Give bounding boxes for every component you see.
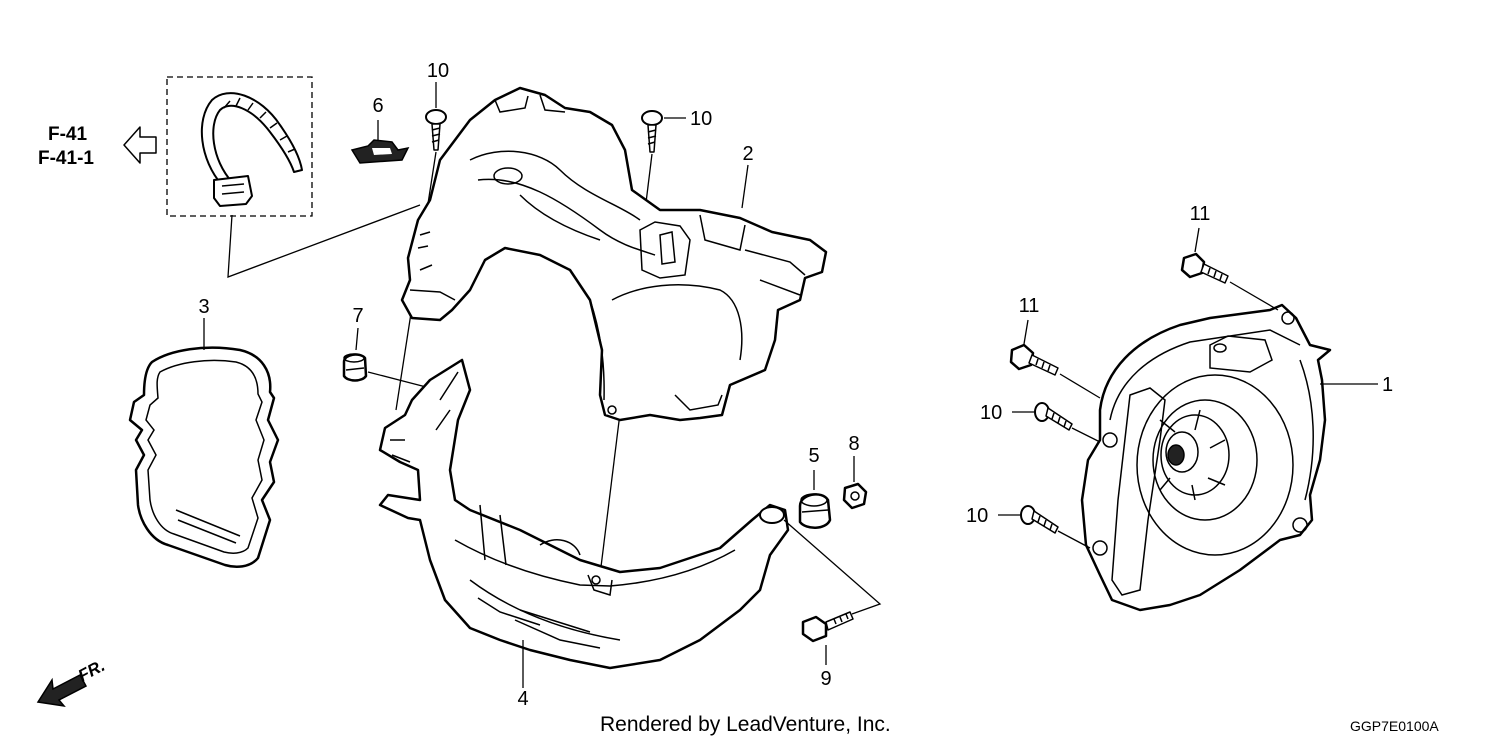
outline-arrow-left-icon: [123, 126, 157, 164]
diagram-code: GGP7E0100A: [1350, 718, 1439, 734]
clamp-leader-line: [227, 204, 421, 278]
screw-axis-10-right-upper: [1071, 427, 1101, 443]
callout-9: 9: [820, 668, 831, 690]
render-credit: Rendered by LeadVenture, Inc.: [600, 713, 891, 736]
callout-3: 3: [198, 296, 209, 318]
bolt-axis-11-top: [1229, 281, 1279, 311]
callout-11-left: 11: [1019, 295, 1040, 317]
strap-teeth: [223, 97, 296, 153]
part-10-screw-right-lower: [1020, 505, 1059, 534]
inset-box: [166, 76, 313, 217]
leader-7: [355, 327, 359, 351]
part-10-screw-top-right: [641, 110, 663, 153]
leader-11-top: [1194, 227, 1200, 253]
bolt-axis: [783, 519, 882, 615]
callout-8: 8: [848, 433, 859, 455]
front-direction-marker: FR.: [36, 656, 108, 708]
strap-buckle: [213, 175, 253, 207]
part-7-grommet: [342, 353, 368, 382]
part-6-clip: [350, 139, 410, 164]
part-10-screw-right-upper: [1034, 402, 1073, 431]
part-11-bolt-left: [1009, 343, 1059, 376]
strap-band: [200, 92, 303, 186]
screw-axis-10-right-lower: [1057, 530, 1091, 549]
callout-10-right-lower: 10: [966, 505, 988, 527]
grommet-axis: [367, 371, 431, 389]
callout-10-top-left: 10: [427, 60, 449, 82]
callout-4: 4: [517, 688, 528, 710]
part-4-lower-cover: [378, 358, 790, 670]
front-arrow-icon: [36, 673, 88, 708]
callout-10-top-right: 10: [690, 108, 712, 130]
bolt-axis-11-left: [1059, 373, 1101, 399]
part-10-screw-top-left: [425, 109, 447, 151]
cross-ref-label-1: F-41: [48, 124, 88, 145]
leader-2: [741, 164, 749, 209]
part-2-upper-cover: [400, 86, 828, 422]
callout-5: 5: [808, 445, 819, 467]
callout-11-top: 11: [1190, 203, 1211, 225]
part-11-bolt-top: [1180, 252, 1229, 284]
cross-ref-label-2: F-41-1: [38, 148, 94, 169]
callout-2: 2: [742, 143, 753, 165]
callout-7: 7: [352, 305, 363, 327]
cross-reference: F-41 F-41-1: [38, 124, 157, 169]
strap-clamp-inset: [166, 76, 313, 217]
part-3-seal: [128, 346, 280, 568]
part-8-nut: [842, 482, 868, 510]
buckle-detail: [221, 183, 245, 195]
callout-6: 6: [372, 95, 383, 117]
part-5-collar: [798, 493, 832, 529]
part-1-fan-cover: [1080, 303, 1332, 612]
callout-10-right-upper: 10: [980, 402, 1002, 424]
leader-11-left: [1023, 319, 1029, 345]
part-9-bolt: [801, 611, 854, 643]
callout-1: 1: [1382, 374, 1393, 396]
